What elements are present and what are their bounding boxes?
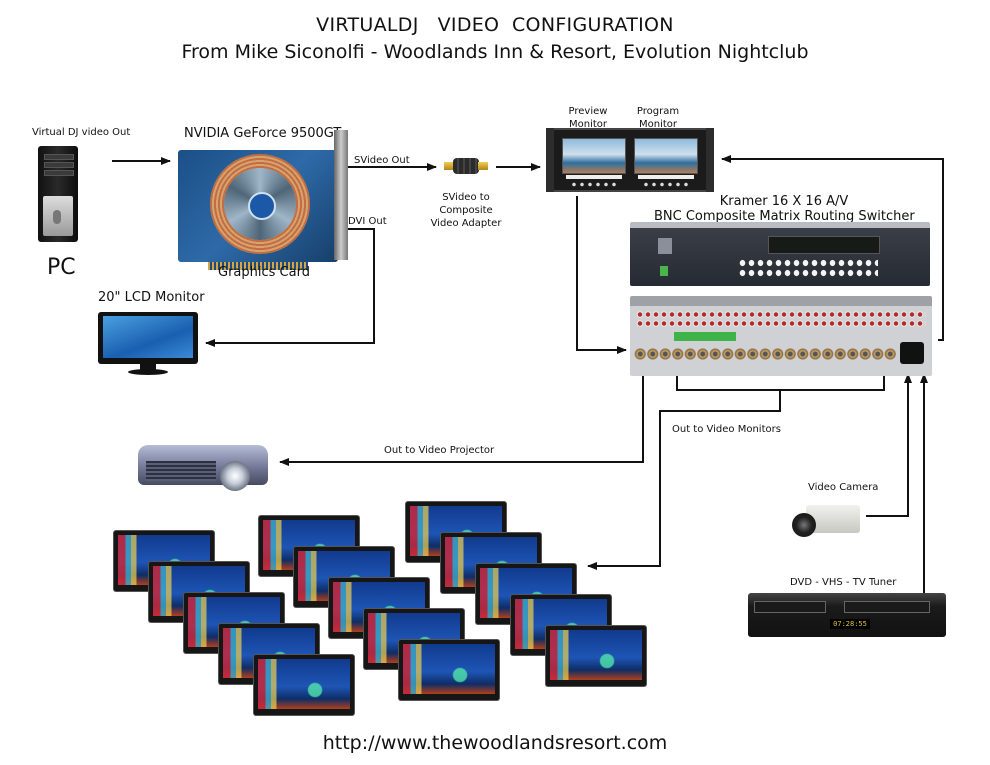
tv-monitor-icon [399, 640, 499, 700]
switcher-label: Kramer 16 X 16 A/V BNC Composite Matrix … [654, 194, 915, 224]
wire-dvi-out [205, 228, 375, 347]
dvd-label: DVD - VHS - TV Tuner [790, 577, 897, 588]
video-monitors-label: Out to Video Monitors [672, 424, 781, 435]
wire-monitor-to-switcher [576, 196, 627, 354]
adapter-label-line2: Composite [439, 205, 493, 216]
tv-screen [403, 644, 495, 694]
dvd-vhs-player-icon: 07:28:55 [748, 593, 946, 637]
matrix-switcher-front-icon [630, 222, 930, 286]
matrix-switcher-rear-icon [630, 296, 932, 376]
pc-caption: Virtual DJ video Out [32, 127, 131, 138]
footer-url: http://www.thewoodlandsresort.com [322, 732, 668, 754]
graphics-card-icon [178, 130, 348, 270]
svideo-adapter-icon [444, 158, 488, 174]
projector-label: Out to Video Projector [384, 445, 495, 456]
tv-monitor-icon [441, 533, 541, 593]
lcd-monitor-label: 20" LCD Monitor [98, 290, 205, 305]
preview-line1: Preview [568, 106, 608, 117]
switcher-label-line1: Kramer 16 X 16 A/V [719, 194, 849, 209]
adapter-label-line3: Video Adapter [430, 218, 502, 229]
diagram-title: VIRTUALDJ VIDEO CONFIGURATION [316, 14, 674, 36]
rack-monitor-icon [546, 128, 714, 192]
graphics-card-label: Graphics Card [218, 265, 310, 280]
wire-switcher-to-monitor [721, 155, 944, 341]
program-line2: Monitor [638, 119, 677, 130]
tv-screen [550, 630, 642, 680]
video-camera-icon [792, 503, 864, 541]
projector-icon [138, 437, 270, 493]
wire-to-projector [279, 370, 644, 466]
wire-to-monitors-bracket [588, 372, 885, 566]
diagram-subtitle: From Mike Siconolfi - Woodlands Inn & Re… [181, 41, 809, 63]
switcher-label-line2: BNC Composite Matrix Routing Switcher [654, 209, 915, 224]
program-monitor-label: Program Monitor [636, 105, 680, 131]
dvd-display: 07:28:55 [830, 619, 870, 629]
pc-label: PC [47, 255, 76, 280]
program-line1: Program [636, 106, 680, 117]
tv-monitor-icon [254, 655, 354, 715]
camera-label: Video Camera [808, 482, 879, 493]
lcd-monitor-icon [98, 312, 198, 375]
tv-monitor-icon [546, 626, 646, 686]
svideo-out-label: SVideo Out [354, 155, 410, 166]
desktop-tower-icon [38, 146, 78, 242]
adapter-label: SVideo to Composite Video Adapter [430, 191, 502, 230]
adapter-label-line1: SVideo to [442, 192, 490, 203]
preview-monitor-label: Preview Monitor [566, 105, 610, 131]
dvi-out-label: DVI Out [348, 216, 387, 227]
tv-screen [258, 659, 350, 709]
preview-line2: Monitor [568, 119, 607, 130]
graphics-card-title: NVIDIA GeForce 9500GT [184, 126, 342, 141]
wire-camera-to-switcher [866, 373, 912, 517]
